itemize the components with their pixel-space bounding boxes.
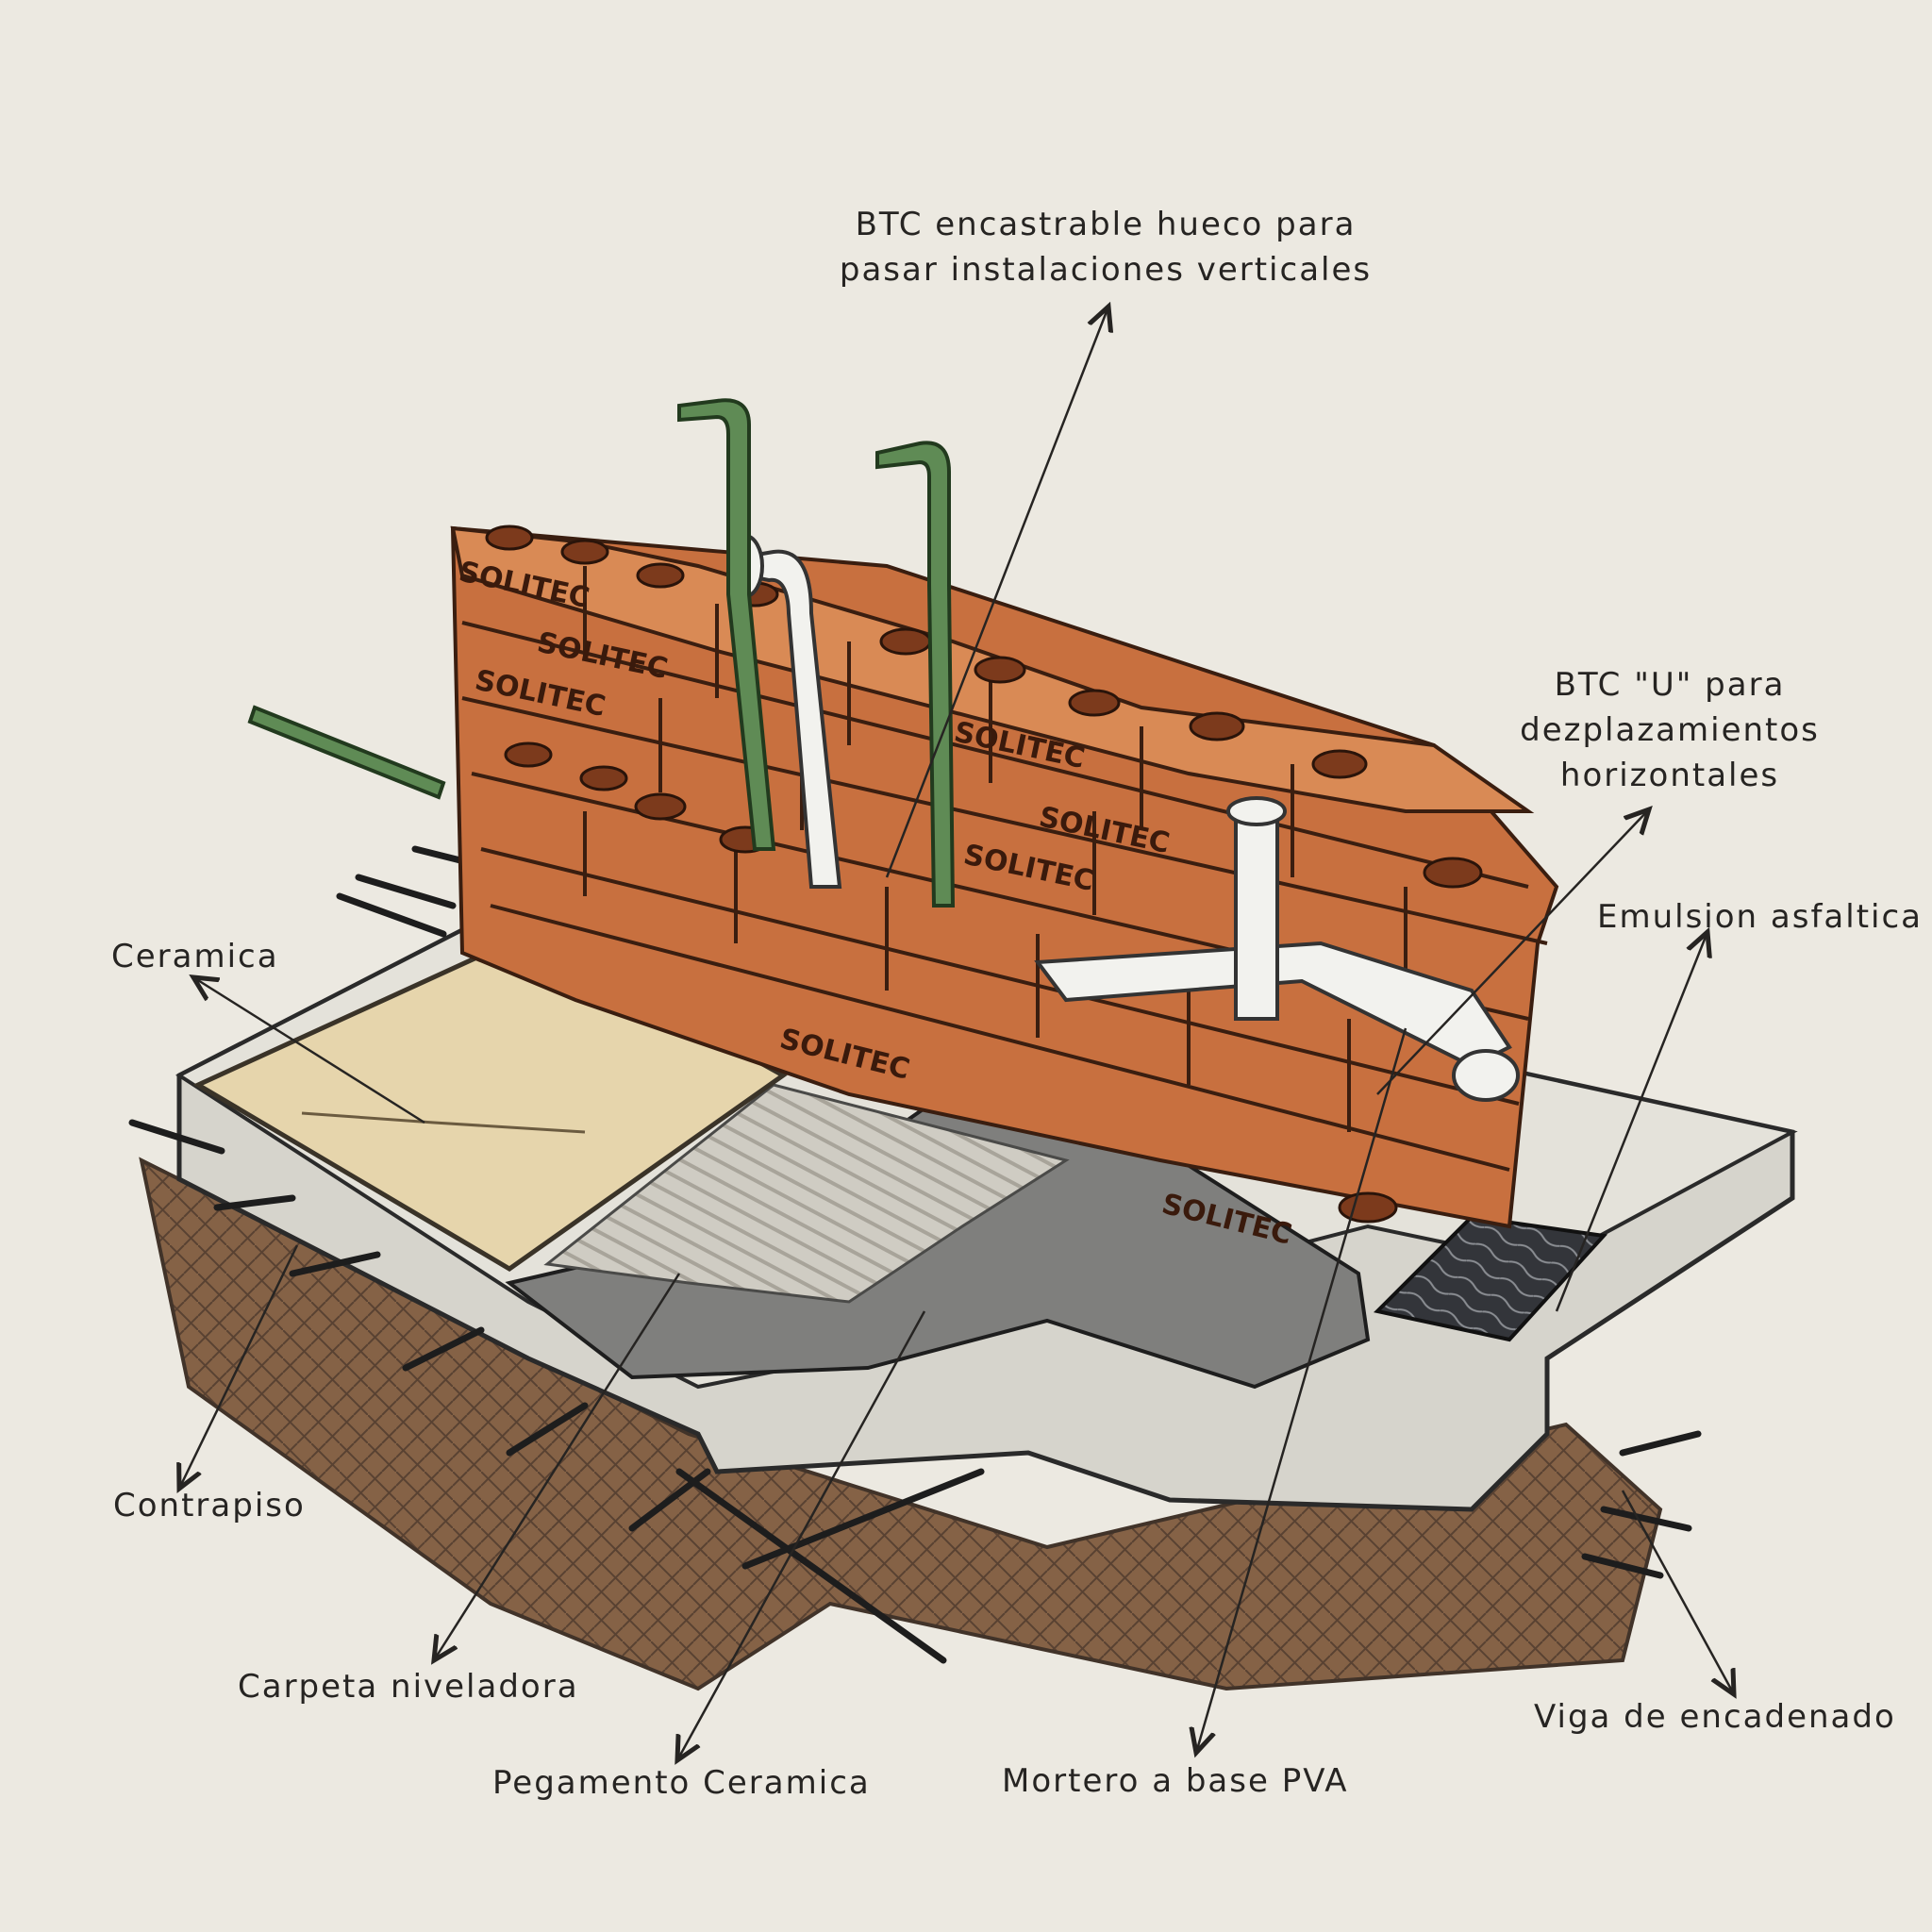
label-btc-u: BTC "U" para dezplazamientos horizontale… bbox=[1520, 666, 1820, 794]
brick-holes bbox=[485, 525, 1483, 1224]
label-emulsion: Emulsion asfaltica bbox=[1597, 898, 1924, 936]
label-mortero: Mortero a base PVA bbox=[1002, 1762, 1349, 1800]
label-contrapiso: Contrapiso bbox=[113, 1487, 306, 1524]
label-pegamento: Pegamento Ceramica bbox=[492, 1764, 871, 1802]
label-carpeta: Carpeta niveladora bbox=[238, 1668, 579, 1706]
soil-base bbox=[139, 1157, 1663, 1691]
label-btc-hueco: BTC encastrable hueco para pasar instala… bbox=[839, 206, 1373, 289]
leader-lines bbox=[179, 307, 1734, 1760]
rebar bbox=[128, 845, 1702, 1664]
label-ceramica: Ceramica bbox=[111, 938, 279, 975]
label-viga: Viga de encadenado bbox=[1534, 1698, 1896, 1736]
green-pipes bbox=[247, 398, 956, 908]
brick-wall-top bbox=[450, 525, 1559, 1229]
asphalt-emulsion bbox=[1373, 1214, 1608, 1342]
